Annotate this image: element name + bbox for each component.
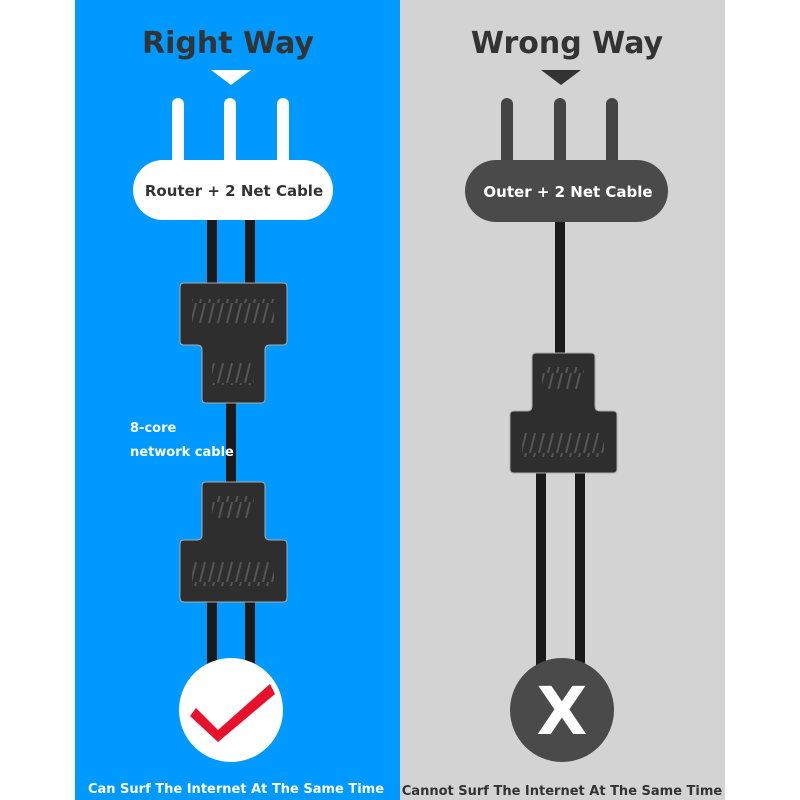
router-device	[133, 160, 333, 220]
arrow-down-icon	[541, 70, 581, 85]
cable-note-line1: 8-core	[130, 421, 176, 436]
network-cables	[207, 220, 255, 666]
router-device	[465, 160, 668, 222]
arrow-down-icon	[211, 70, 251, 85]
wrong-caption: Cannot Surf The Internet At The Same Tim…	[402, 784, 723, 799]
wrong-way-title: Wrong Way	[471, 26, 664, 61]
router-label: Outer + 2 Net Cable	[483, 183, 652, 201]
check-icon	[190, 684, 275, 742]
result-circle	[510, 658, 614, 762]
result-circle	[179, 658, 283, 762]
right-caption: Can Surf The Internet At The Same Time	[88, 782, 384, 797]
router-antennas	[172, 98, 289, 168]
router-antennas	[501, 98, 618, 168]
cable-note-line2: network cable	[130, 445, 234, 460]
router-label: Router + 2 Net Cable	[145, 182, 323, 200]
x-icon: X	[537, 673, 588, 750]
network-cables	[536, 222, 585, 666]
right-way-title: Right Way	[142, 26, 314, 61]
